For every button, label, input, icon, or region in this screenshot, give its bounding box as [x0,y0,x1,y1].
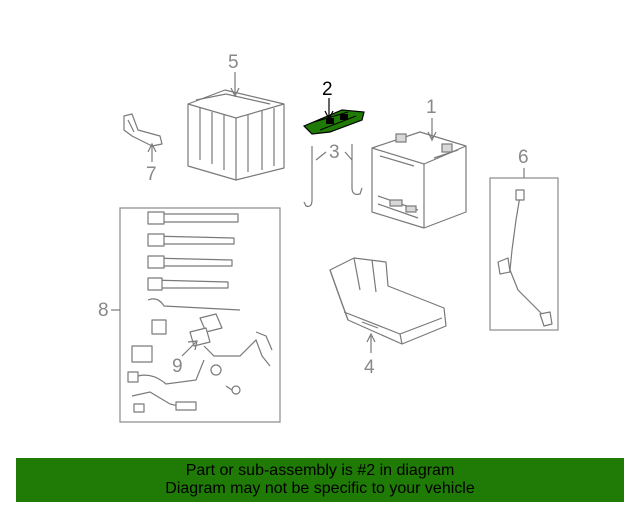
callout-4[interactable]: 4 [364,357,375,378]
leader-9-arrow [187,340,198,351]
callout-1[interactable]: 1 [426,97,437,118]
leader-7-arrow [147,142,157,153]
info-banner: Part or sub-assembly is #2 in diagram Di… [16,458,624,502]
parts-diagram: 5 2 3 1 7 [98,52,559,423]
part-6-battery-cable[interactable] [497,189,553,327]
part-4-battery-tray[interactable] [329,257,447,345]
callout-2[interactable]: 2 [322,79,333,100]
callout-3[interactable]: 3 [329,142,340,163]
part-2-hold-down-clamp[interactable] [302,109,365,135]
part-7-bracket[interactable] [123,113,163,147]
leader-4-arrow [366,332,376,343]
part-8-wiring-components[interactable] [127,211,273,413]
callout-8[interactable]: 8 [98,300,109,321]
callout-9[interactable]: 9 [172,356,183,377]
leader-3a [315,151,327,161]
leader-2-arrow [324,110,334,121]
leader-3b [344,151,353,161]
callout-6[interactable]: 6 [518,147,529,168]
leader-5-arrow [230,87,240,98]
part-1-battery[interactable] [371,131,467,229]
part-3-hold-down-rods[interactable] [303,144,363,207]
part-6-box [489,177,559,331]
part-8-box [119,207,281,423]
banner-line-2: Diagram may not be specific to your vehi… [165,480,475,497]
banner-line-1: Part or sub-assembly is #2 in diagram [185,462,455,479]
callout-7[interactable]: 7 [146,164,157,185]
leader-9 [181,341,197,357]
callout-5[interactable]: 5 [228,52,239,73]
leader-1-arrow [427,131,437,142]
part-5-battery-box[interactable] [187,89,285,181]
